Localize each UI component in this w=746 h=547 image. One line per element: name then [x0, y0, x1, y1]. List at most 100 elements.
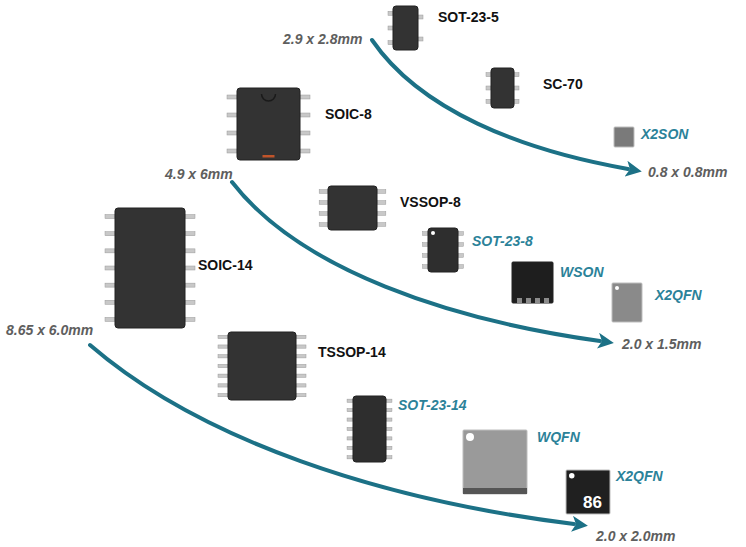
lead-pin	[458, 232, 463, 236]
lead-pin	[319, 201, 328, 205]
lead-pin	[218, 384, 228, 387]
pin1-dot	[431, 231, 435, 235]
vssop8-chip	[319, 186, 386, 230]
package-label: X2QFN	[655, 287, 702, 303]
lead-pin	[386, 399, 392, 402]
lead-pin	[423, 243, 428, 247]
lead-pin	[377, 201, 386, 205]
dimension-label: 0.8 x 0.8mm	[648, 164, 727, 180]
package-label: SOT-23-14	[398, 397, 466, 413]
lead-pin	[458, 243, 463, 247]
package-label: VSSOP-8	[400, 194, 461, 210]
sot23-8-chip	[423, 228, 464, 272]
lead-pin	[388, 41, 393, 45]
lead-pin	[296, 364, 306, 367]
lead-pin	[105, 266, 115, 270]
chip-edge	[463, 488, 527, 494]
lead-pin	[486, 86, 491, 90]
lead-pin	[486, 73, 491, 77]
lead-pin	[185, 317, 195, 321]
lead-pin	[296, 355, 306, 358]
lead-pin	[185, 232, 195, 236]
lead-pin	[377, 223, 386, 227]
chip-body	[428, 228, 458, 272]
lead-pin	[386, 456, 392, 459]
package-label: X2QFN	[616, 468, 663, 484]
package-label: WSON	[560, 264, 604, 280]
lead-pin	[105, 232, 115, 236]
pin1-dot	[466, 433, 474, 441]
lead-pin	[296, 335, 306, 338]
lead-pin	[218, 335, 228, 338]
shrink-arrow	[372, 40, 628, 169]
chip-body	[566, 470, 610, 514]
package-label: SOIC-8	[325, 106, 372, 122]
lead-pin	[105, 283, 115, 287]
lead-pin	[347, 456, 353, 459]
lead-pin	[418, 37, 423, 41]
lead-pin	[514, 99, 519, 103]
lead-pin	[386, 418, 392, 421]
chip-body	[393, 6, 418, 50]
lead-pin	[105, 317, 115, 321]
mark-stripe	[263, 155, 275, 158]
x2son-chip	[614, 127, 634, 147]
lead-pin	[218, 355, 228, 358]
lead-pin	[319, 190, 328, 194]
dimension-label: 2.9 x 2.8mm	[283, 31, 362, 47]
wson-chip	[512, 262, 553, 303]
lead-pin	[300, 149, 310, 153]
package-label: WQFN	[537, 429, 580, 445]
lead-pin	[386, 427, 392, 430]
lead-pin	[296, 394, 306, 397]
dimension-label: 8.65 x 6.0mm	[6, 322, 93, 338]
chip-body	[237, 88, 300, 160]
lead-pin	[388, 11, 393, 15]
lead-pin	[227, 113, 237, 117]
lead-pin	[423, 254, 428, 258]
package-label: SOIC-14	[198, 257, 252, 273]
lead-pin	[105, 300, 115, 304]
lead-pin	[185, 300, 195, 304]
lead-pin	[386, 446, 392, 449]
package-label: SC-70	[543, 76, 583, 92]
dimension-label: 2.0 x 1.5mm	[622, 336, 701, 352]
chip-body	[228, 332, 296, 400]
lead-pin	[388, 26, 393, 30]
chip-body	[463, 430, 527, 494]
dimension-label: 4.9 x 6mm	[165, 166, 233, 182]
lead-pin	[218, 345, 228, 348]
lead-pin	[296, 384, 306, 387]
chip-body	[328, 186, 377, 230]
package-label: SOT-23-5	[438, 9, 499, 25]
package-label: X2SON	[641, 126, 688, 142]
lead-pin	[185, 249, 195, 253]
tssop14-chip	[218, 332, 306, 400]
soic8-chip	[227, 88, 310, 160]
x2qfn-chip	[612, 283, 642, 322]
lead-pin	[514, 86, 519, 90]
lead-pin	[514, 73, 519, 77]
lead-pin	[185, 266, 195, 270]
lead-pin	[296, 345, 306, 348]
shrink-arrow	[90, 345, 574, 524]
chip-body	[491, 68, 514, 108]
chip-body	[353, 396, 386, 462]
lead-pin	[377, 190, 386, 194]
lead-pin	[347, 409, 353, 412]
lead-pin	[458, 265, 463, 269]
package-label: TSSOP-14	[318, 344, 386, 360]
lead-pin	[347, 437, 353, 440]
lead-pin	[227, 131, 237, 135]
lead-pin	[319, 223, 328, 227]
lead-pin	[105, 215, 115, 219]
lead-pin	[218, 374, 228, 377]
pad	[535, 298, 540, 303]
lead-pin	[347, 446, 353, 449]
lead-pin	[300, 113, 310, 117]
pad	[526, 298, 531, 303]
lead-pin	[218, 364, 228, 367]
wqfn-chip	[463, 430, 527, 494]
